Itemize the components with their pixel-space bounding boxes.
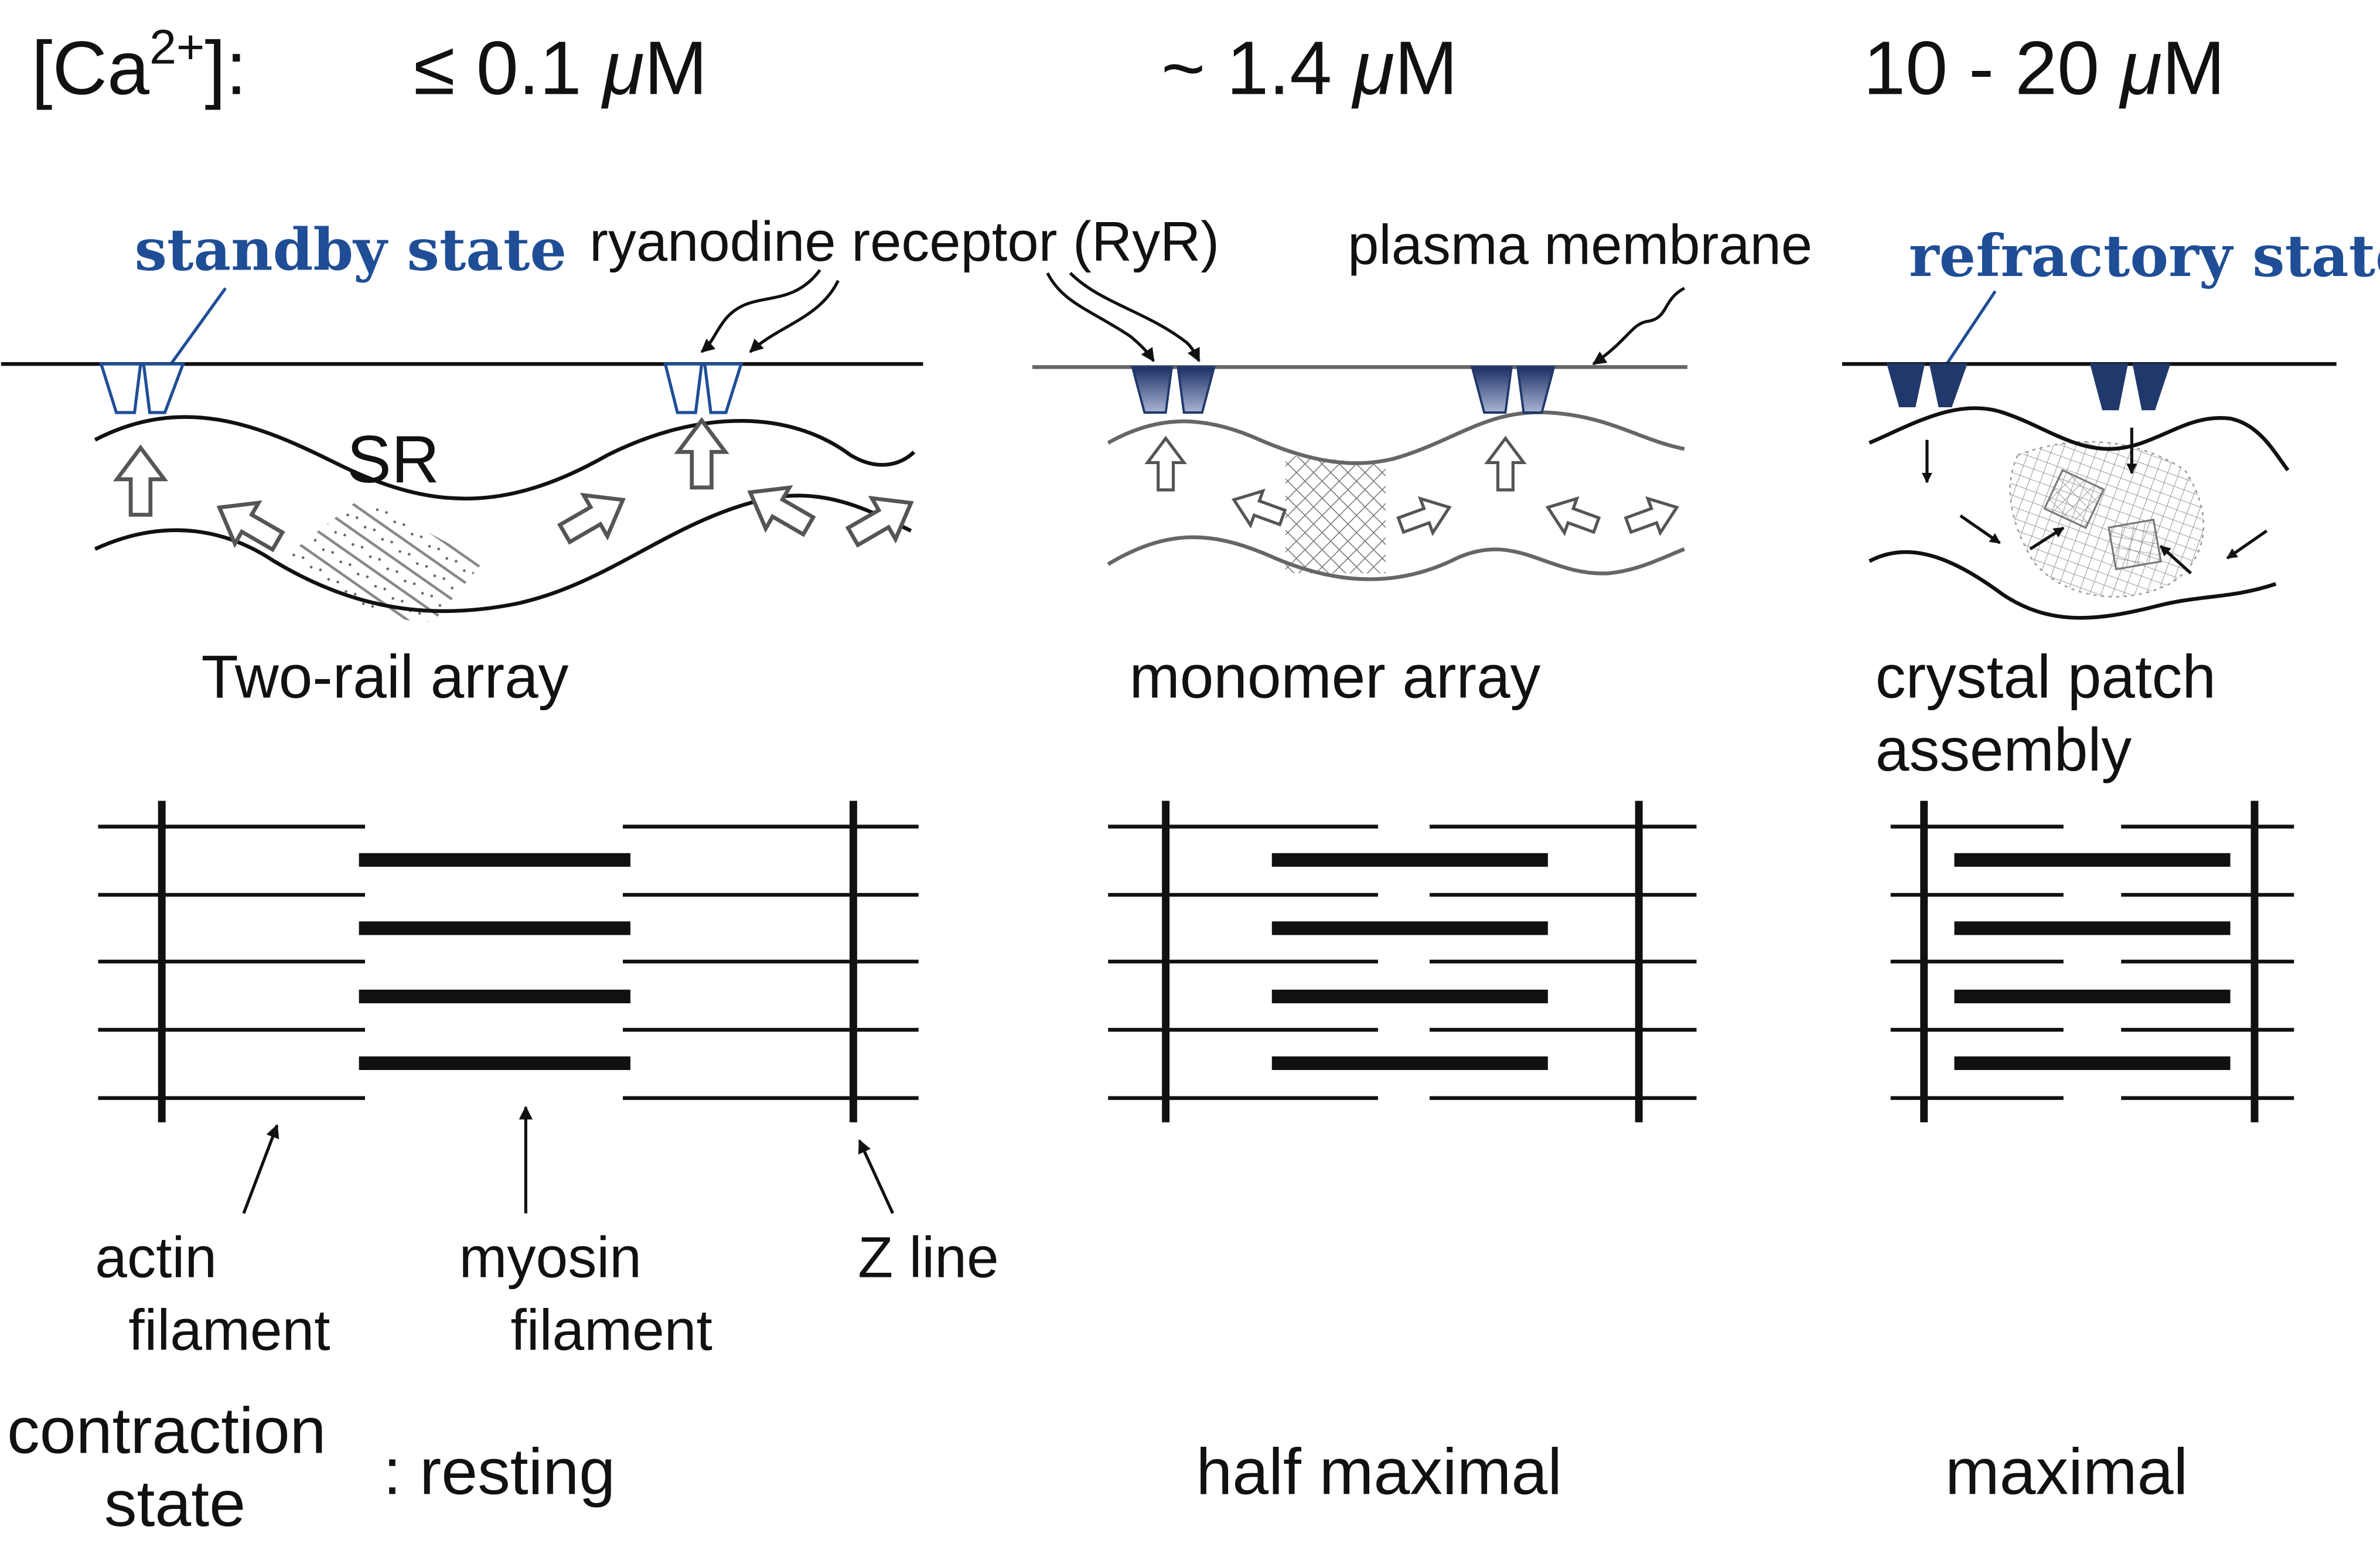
outline-block-arrow-icon xyxy=(1396,496,1452,536)
curved-pointer-arrow-icon xyxy=(1069,272,1201,363)
contraction-label-line2: state xyxy=(104,1467,245,1540)
sarcomere-maximal xyxy=(1890,800,2294,1123)
inward-arrows xyxy=(1921,427,2268,575)
ryr-channel xyxy=(1470,366,1513,414)
crystal-patch-label-line1: crystal patch xyxy=(1876,643,2216,711)
outline-block-arrow-icon xyxy=(747,485,816,537)
z-line-pointer-arrow-icon xyxy=(858,1139,895,1214)
arrow-icon xyxy=(2029,526,2065,551)
actin-filaments xyxy=(1108,824,1697,1100)
ryr-channel xyxy=(1516,366,1556,414)
actin-label-line1: actin xyxy=(95,1225,217,1289)
pathway-arrows xyxy=(1144,435,1679,536)
sr-label: SR xyxy=(347,422,439,497)
pathway-arrows xyxy=(112,417,914,553)
ryr-channel xyxy=(2132,363,2171,411)
sr-membrane-upper xyxy=(1868,406,2290,472)
refractory-panel: crystal patch assembly xyxy=(1842,362,2337,783)
ryr-channel xyxy=(1886,363,1925,407)
ryr-pair xyxy=(99,362,186,414)
ryr-channel xyxy=(2089,363,2129,411)
outline-block-arrow-icon xyxy=(557,492,626,545)
myosin-label-line2: filament xyxy=(510,1298,712,1362)
ryr-pair xyxy=(2089,363,2171,411)
contraction-colon: : xyxy=(383,1434,401,1508)
contraction-resting: resting xyxy=(420,1434,615,1508)
refractory-state-label: refractory state xyxy=(1909,223,2380,290)
outline-block-arrow-icon xyxy=(845,496,914,548)
monomer-panel: monomer array xyxy=(1032,365,1687,711)
sarcomere-half-maximal xyxy=(1108,800,1697,1123)
crystal-patch-cloud xyxy=(2009,441,2205,598)
crystal-patch xyxy=(2043,469,2105,529)
ryr-channel xyxy=(142,362,186,414)
concentration-mid: ~ 1.4 μM xyxy=(1161,26,1458,110)
myosin-filaments xyxy=(1954,853,2231,1070)
monomer-array-label: monomer array xyxy=(1129,643,1540,711)
arrow-icon xyxy=(1959,514,2001,544)
ryr-pair xyxy=(1131,366,1216,414)
monomer-array-patch xyxy=(1286,455,1386,574)
ryr-channel xyxy=(99,362,142,414)
outline-block-arrow-icon xyxy=(1624,496,1679,536)
contraction-maximal: maximal xyxy=(1945,1434,2188,1508)
outline-block-arrow-icon xyxy=(1144,435,1187,492)
ryr-channel xyxy=(1131,366,1174,414)
ryr-pair xyxy=(663,362,744,414)
concentration-low: ≤ 0.1 μM xyxy=(414,26,708,110)
outline-block-arrow-icon xyxy=(1545,496,1601,536)
actin-pointer-arrow-icon xyxy=(242,1124,279,1214)
crystal-patch xyxy=(2108,518,2162,571)
actin-filaments xyxy=(98,824,919,1100)
outline-block-arrow-icon xyxy=(1484,435,1527,492)
z-line-label: Z line xyxy=(858,1225,998,1289)
outline-block-arrow-icon xyxy=(674,417,729,490)
ryr-channel xyxy=(1177,366,1216,414)
calcium-header: [Ca2+]: ≤ 0.1 μM ~ 1.4 μM 10 - 20 μM xyxy=(32,20,2225,111)
pointer-arrows xyxy=(700,269,1686,366)
ca-label: [Ca2+]: xyxy=(32,20,247,111)
myosin-filaments xyxy=(359,853,630,1070)
ryr-channel xyxy=(1929,363,1968,407)
contraction-label-line1: contraction xyxy=(7,1394,326,1467)
actin-label-line2: filament xyxy=(128,1298,330,1362)
ryr-channel xyxy=(703,362,744,414)
ryr-pair xyxy=(1886,363,1968,407)
ryr-channel xyxy=(663,362,704,414)
sarcomere-resting xyxy=(98,800,919,1123)
standby-state-label: standby state xyxy=(135,217,567,284)
outline-block-arrow-icon xyxy=(1231,488,1287,529)
sr-membrane-upper xyxy=(1107,410,1685,465)
ryr-label: ryanodine receptor (RyR) xyxy=(589,210,1219,273)
myosin-filaments xyxy=(1271,853,1548,1070)
two-rail-array-patch xyxy=(289,500,487,622)
arrow-icon xyxy=(2159,544,2192,575)
curved-pointer-arrow-icon xyxy=(700,269,821,353)
plasma-membrane-label: plasma membrane xyxy=(1348,213,1812,276)
ryr-pair xyxy=(1470,366,1556,414)
arrow-icon xyxy=(2226,529,2268,560)
outline-block-arrow-icon xyxy=(112,444,169,517)
refractory-leader-line xyxy=(1945,290,1997,365)
curved-pointer-arrow-icon xyxy=(1592,287,1686,366)
curved-pointer-arrow-icon xyxy=(749,280,840,353)
concentration-high: 10 - 20 μM xyxy=(1863,26,2225,110)
sarcomere-pointers xyxy=(242,1106,895,1214)
myosin-label-line1: myosin xyxy=(459,1225,642,1289)
actin-filaments xyxy=(1890,824,2294,1100)
sr-membrane-upper xyxy=(94,415,916,500)
outline-block-arrow-icon xyxy=(216,500,285,553)
two-rail-array-label: Two-rail array xyxy=(201,643,568,711)
contraction-state-row: contraction state : resting half maximal… xyxy=(7,1394,2188,1540)
sr-membrane-lower xyxy=(1107,535,1685,581)
sr-membrane-lower xyxy=(1868,550,2277,620)
contraction-half-maximal: half maximal xyxy=(1196,1434,1562,1508)
standby-leader-line xyxy=(169,287,227,365)
standby-panel: SR Two-rail array xyxy=(1,362,923,711)
crystal-patch-label-line2: assembly xyxy=(1876,715,2132,783)
curved-pointer-arrow-icon xyxy=(1046,272,1155,362)
